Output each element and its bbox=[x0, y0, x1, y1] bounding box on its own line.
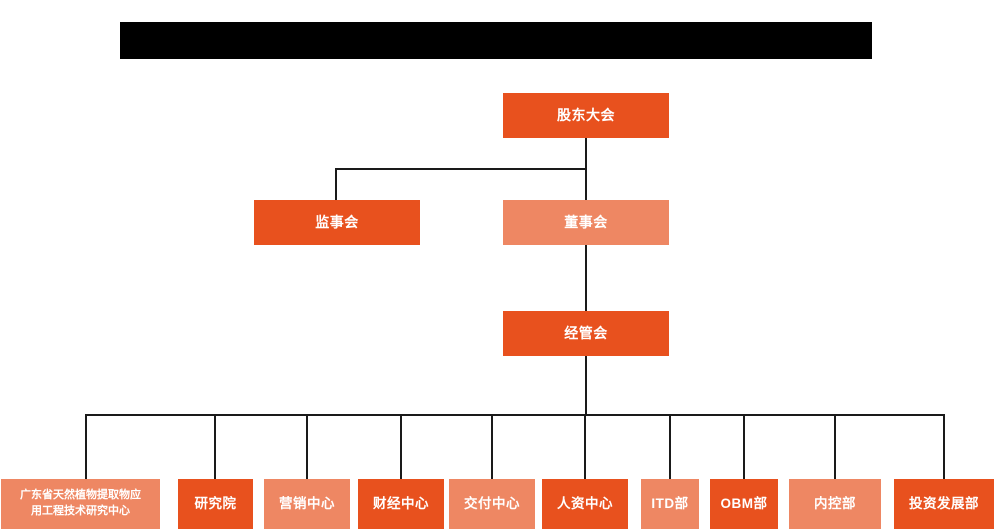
drop-line-obm-department bbox=[743, 414, 745, 479]
org-node-hr-center[interactable]: 人资中心 bbox=[542, 479, 628, 529]
connector-department-bus bbox=[86, 414, 944, 416]
org-node-board-of-directors[interactable]: 董事会 bbox=[503, 200, 669, 245]
connector-management-down bbox=[585, 356, 587, 415]
drop-line-hr-center bbox=[584, 414, 586, 479]
connector-to-directors bbox=[585, 168, 587, 200]
org-node-label: 内控部 bbox=[814, 495, 856, 511]
org-node-finance-center[interactable]: 财经中心 bbox=[358, 479, 444, 529]
redacted-title-bar bbox=[120, 22, 872, 59]
org-node-label: 研究院 bbox=[194, 495, 237, 511]
drop-line-investment-development bbox=[943, 414, 945, 479]
org-node-research-institute[interactable]: 研究院 bbox=[178, 479, 253, 529]
org-node-label: 人资中心 bbox=[557, 495, 613, 511]
drop-line-itd-department bbox=[669, 414, 671, 479]
org-node-itd-department[interactable]: ITD部 bbox=[641, 479, 699, 529]
connector-level2-bus bbox=[335, 168, 587, 170]
drop-line-internal-control-dept bbox=[834, 414, 836, 479]
drop-line-finance-center bbox=[400, 414, 402, 479]
org-node-internal-control-dept[interactable]: 内控部 bbox=[789, 479, 881, 529]
org-node-label: 股东大会 bbox=[557, 106, 615, 123]
org-node-label: OBM部 bbox=[720, 495, 768, 511]
drop-line-marketing-center bbox=[306, 414, 308, 479]
drop-line-delivery-center bbox=[491, 414, 493, 479]
org-node-delivery-center[interactable]: 交付中心 bbox=[449, 479, 535, 529]
org-node-label: 董事会 bbox=[564, 213, 608, 230]
org-node-marketing-center[interactable]: 营销中心 bbox=[264, 479, 350, 529]
org-node-label: 营销中心 bbox=[279, 495, 335, 511]
org-node-label: 财经中心 bbox=[373, 495, 429, 511]
org-node-label: ITD部 bbox=[651, 495, 689, 511]
org-node-label: 交付中心 bbox=[464, 495, 520, 511]
org-node-management-committee[interactable]: 经管会 bbox=[503, 311, 669, 356]
org-node-obm-department[interactable]: OBM部 bbox=[710, 479, 778, 529]
org-node-label: 投资发展部 bbox=[909, 495, 979, 511]
org-node-shareholders-meeting[interactable]: 股东大会 bbox=[503, 93, 669, 138]
connector-directors-to-management bbox=[585, 245, 587, 311]
org-node-board-of-supervisors[interactable]: 监事会 bbox=[254, 200, 420, 245]
drop-line-research-institute bbox=[214, 414, 216, 479]
org-node-investment-development[interactable]: 投资发展部 bbox=[894, 479, 994, 529]
org-node-label: 监事会 bbox=[315, 213, 359, 230]
connector-shareholders-down bbox=[585, 138, 587, 170]
org-node-label: 经管会 bbox=[564, 324, 608, 341]
org-node-label: 广东省天然植物提取物应用工程技术研究中心 bbox=[20, 489, 141, 517]
connector-to-supervisors bbox=[335, 168, 337, 200]
org-node-guangdong-research-center[interactable]: 广东省天然植物提取物应用工程技术研究中心 bbox=[1, 479, 160, 529]
drop-line-guangdong-research-center bbox=[85, 414, 87, 479]
